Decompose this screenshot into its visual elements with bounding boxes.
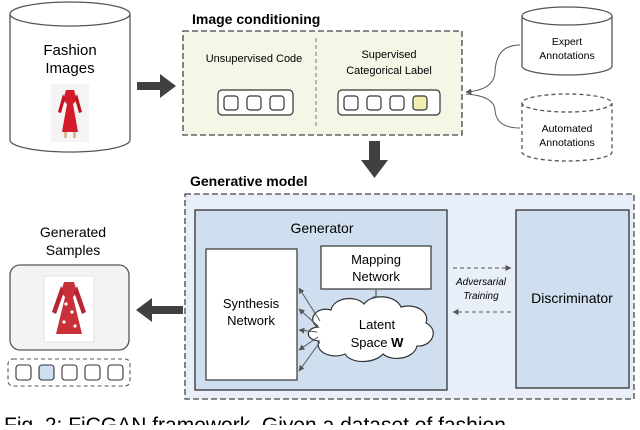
mapping-network-line2: Network bbox=[352, 269, 400, 284]
discriminator-box bbox=[515, 209, 630, 389]
latent-space-line2: Space W bbox=[351, 335, 404, 350]
active-sample-slot bbox=[38, 364, 55, 381]
generated-samples-line1: Generated bbox=[40, 224, 106, 240]
connector-automated-to-conditioning bbox=[465, 93, 521, 129]
generated-dress-thumbnail bbox=[43, 275, 95, 343]
supervised-label-line1: Supervised bbox=[361, 49, 416, 61]
image-conditioning-box bbox=[182, 30, 463, 136]
red-dress-thumbnail bbox=[51, 84, 89, 142]
generator-label: Generator bbox=[290, 220, 353, 236]
automated-annotations-database: Automated Annotations bbox=[521, 93, 613, 162]
adversarial-training-line1: Adversarial bbox=[455, 277, 507, 288]
fashion-images-database: Fashion Images bbox=[9, 1, 131, 153]
synthesis-network-line2: Network bbox=[227, 313, 275, 328]
expert-annotations-line1: Expert bbox=[552, 36, 582, 48]
mapping-network-box bbox=[320, 245, 432, 290]
figure-caption-fragment: Fig. 2: FiCGAN framework. Given a datase… bbox=[4, 414, 506, 425]
generated-code-vector bbox=[7, 358, 131, 387]
unsupervised-code-label: Unsupervised Code bbox=[206, 53, 303, 65]
mapping-network-line1: Mapping bbox=[351, 252, 401, 267]
automated-annotations-line1: Automated bbox=[542, 123, 593, 135]
image-conditioning-title: Image conditioning bbox=[192, 11, 320, 27]
connector-expert-to-conditioning bbox=[465, 44, 521, 95]
fashion-images-label-line2: Images bbox=[45, 60, 94, 77]
generated-samples-line2: Samples bbox=[46, 242, 100, 258]
latent-space-line1: Latent bbox=[359, 317, 396, 332]
arrow-generative-to-samples bbox=[136, 298, 183, 322]
unsupervised-code-vector bbox=[217, 89, 294, 116]
supervised-label-line2: Categorical Label bbox=[346, 65, 432, 77]
discriminator-label: Discriminator bbox=[531, 290, 613, 306]
expert-annotations-line2: Annotations bbox=[539, 50, 594, 62]
adversarial-training-line2: Training bbox=[463, 291, 499, 302]
fashion-images-label-line1: Fashion bbox=[43, 42, 96, 59]
expert-annotations-database: Expert Annotations bbox=[521, 6, 613, 76]
latent-space-cloud bbox=[307, 296, 434, 363]
latent-to-synthesis-arrows bbox=[298, 287, 321, 372]
arrow-images-to-conditioning bbox=[137, 74, 176, 98]
arrow-conditioning-to-generative bbox=[361, 141, 388, 178]
generative-model-title: Generative model bbox=[190, 173, 308, 189]
supervised-label-vector bbox=[337, 89, 441, 116]
synthesis-network-line1: Synthesis bbox=[223, 296, 280, 311]
active-label-slot bbox=[412, 95, 428, 111]
automated-annotations-line2: Annotations bbox=[539, 137, 594, 149]
synthesis-network-box bbox=[205, 248, 298, 381]
